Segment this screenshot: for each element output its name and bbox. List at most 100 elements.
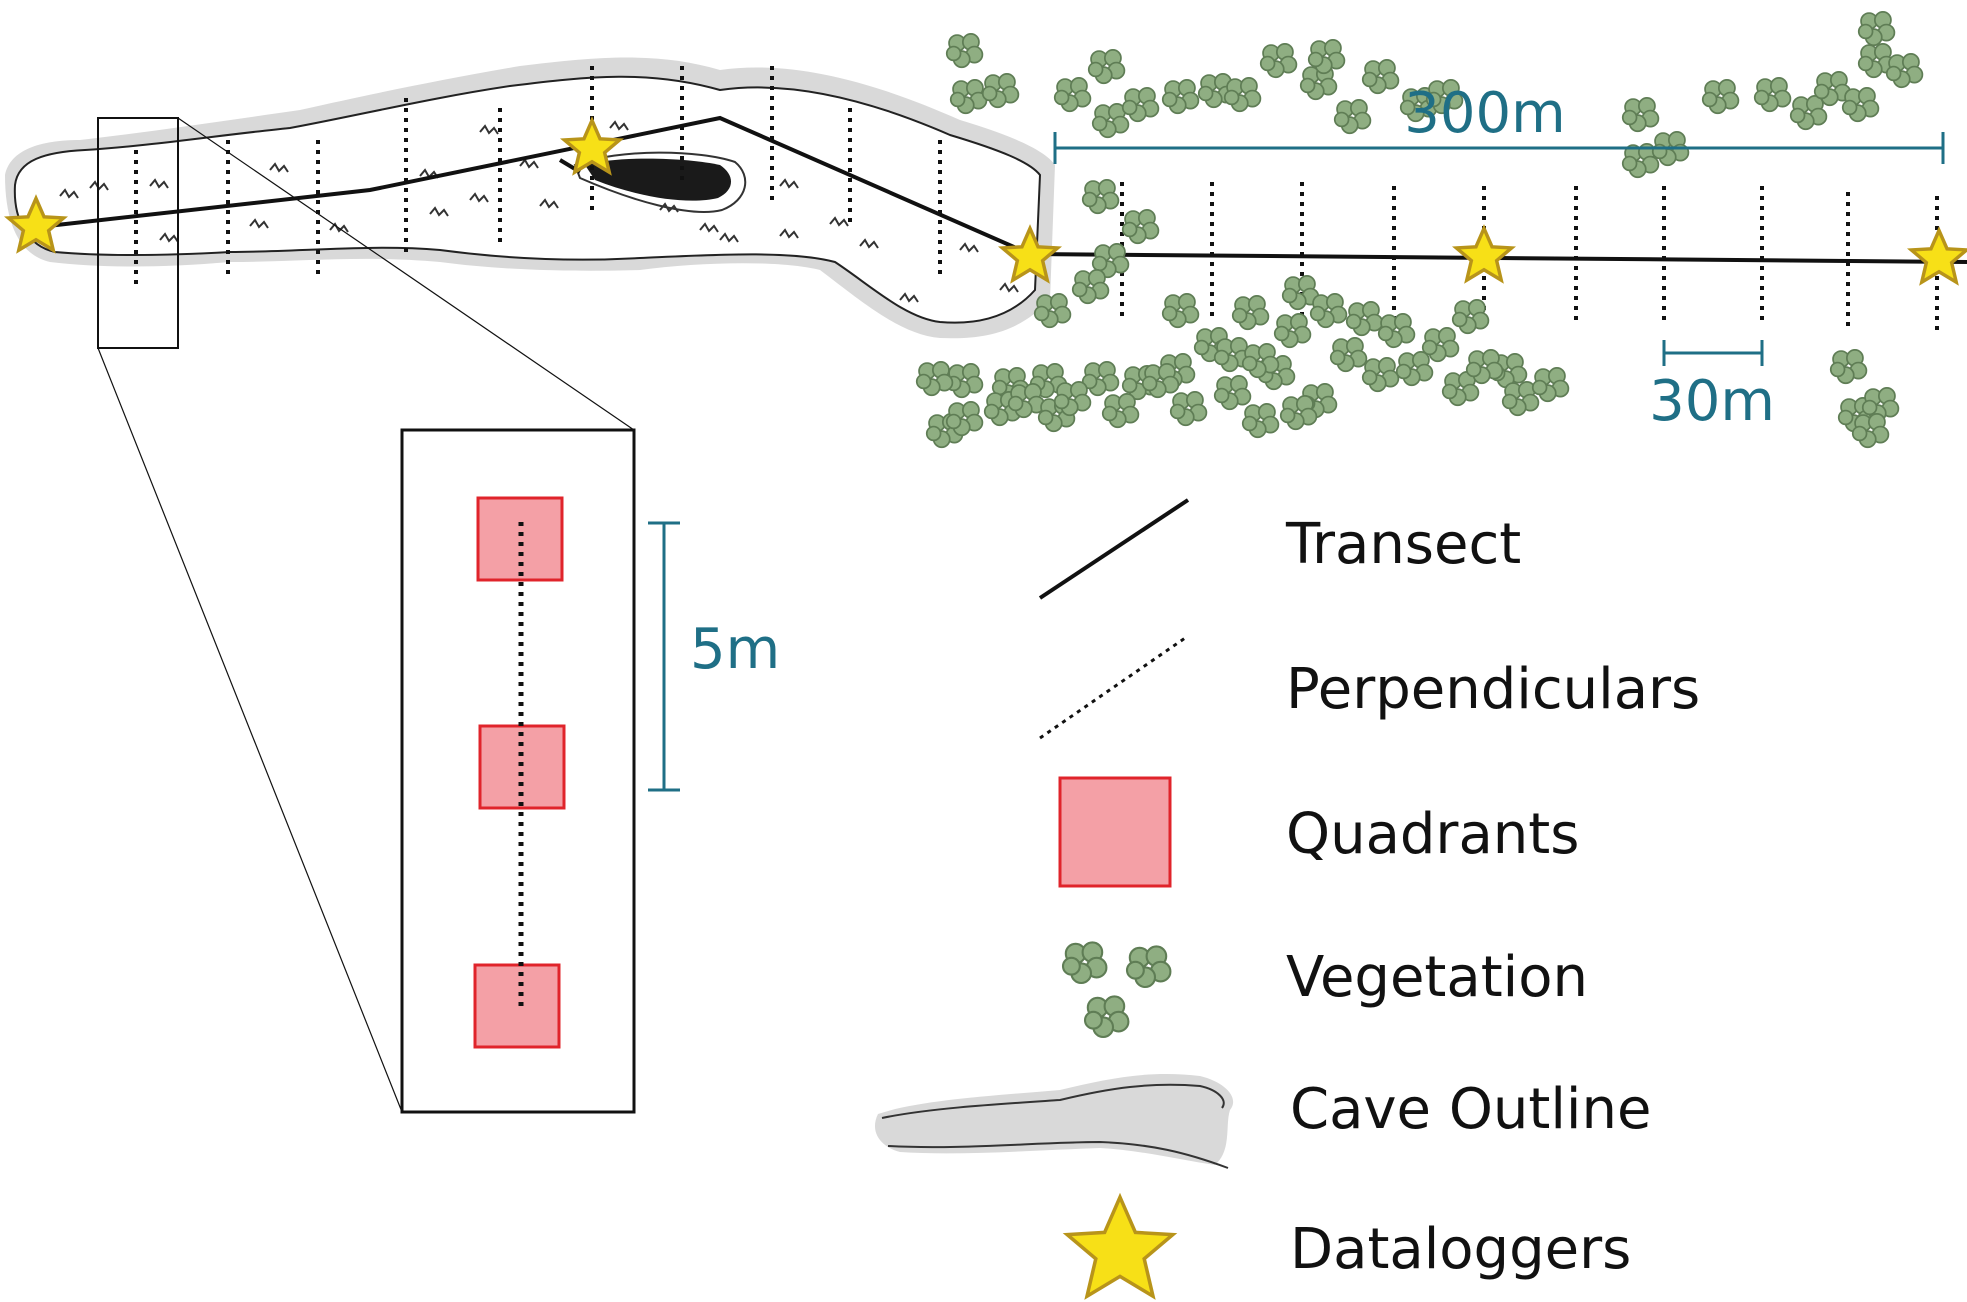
legend-transect-symbol — [1038, 498, 1190, 600]
scale-bar-300m — [1053, 132, 1945, 164]
cave — [5, 57, 1055, 339]
shrub-icon — [1701, 79, 1740, 115]
shrub-icon — [1081, 179, 1120, 215]
datalogger-star-5 — [1909, 228, 1967, 284]
inset-panel — [400, 428, 636, 1114]
shrub-icon — [1081, 361, 1120, 397]
transect-line — [29, 115, 1967, 264]
cave-feature-mark — [859, 238, 879, 249]
cave-feature-mark — [429, 206, 449, 217]
legend-cave-outline-symbol — [874, 1073, 1234, 1169]
cave-feature-mark — [999, 282, 1019, 293]
shrub-icon — [1885, 53, 1924, 89]
shrub-icon — [1395, 351, 1434, 387]
cave-feature-mark — [609, 120, 629, 131]
shrub-icon — [1169, 391, 1208, 427]
shrub-icon — [1231, 295, 1270, 331]
shrub-icon — [1087, 49, 1126, 85]
shrub-icon — [1851, 413, 1890, 449]
shrub-icon — [1121, 209, 1160, 245]
datalogger-star-4 — [1454, 226, 1514, 282]
shrub-icon — [949, 79, 988, 115]
shrub-icon — [1361, 357, 1400, 393]
shrub-icon — [1033, 293, 1072, 329]
shrub-icon — [1259, 43, 1298, 79]
shrub-icon — [945, 33, 984, 69]
cave-feature-mark — [539, 198, 559, 209]
legend-perpendiculars-symbol — [1039, 634, 1189, 740]
shrub-icon — [1621, 97, 1660, 133]
quadrant-3 — [473, 963, 561, 1049]
shrub-icon — [1857, 11, 1896, 47]
zoom-source-box — [97, 117, 179, 349]
shrub-icon — [1309, 293, 1348, 329]
shrub-icon — [1377, 313, 1416, 349]
shrub-icon — [1753, 77, 1792, 113]
cave-feature-mark — [159, 232, 179, 243]
shrub-icon — [1053, 77, 1092, 113]
cave-outline — [13, 75, 1042, 324]
legend-datalogger-star-icon — [1065, 1195, 1175, 1298]
shrub-icon — [1345, 301, 1384, 337]
cave-feature-mark — [329, 222, 349, 233]
cave-feature-mark — [779, 228, 799, 239]
cave-feature-mark — [149, 178, 169, 189]
scale-label-300m: 300m — [1404, 81, 1565, 146]
legend-quadrants-label: Quadrants — [1286, 802, 1579, 867]
shrub-icon — [1241, 403, 1280, 439]
cave-feature-mark — [659, 202, 679, 213]
scale-bar-5m — [648, 521, 680, 792]
shrub-icon — [1121, 87, 1160, 123]
shrub-icon — [1841, 87, 1880, 123]
shrub-icon — [1101, 393, 1140, 429]
cave-feature-mark — [719, 232, 739, 243]
legend-quadrant-symbol — [1058, 776, 1172, 888]
shrub-icon — [1789, 95, 1828, 131]
shrub-icon — [1273, 313, 1312, 349]
shrub-icon — [1083, 995, 1130, 1039]
shrub-icon — [1361, 59, 1400, 95]
legend: Transect Perpendiculars Quadrants Vegeta… — [874, 498, 1700, 1298]
cave-feature-mark — [269, 162, 289, 173]
shrub-icon — [1241, 343, 1280, 379]
shrub-icon — [1531, 367, 1570, 403]
scale-bar-30m — [1662, 340, 1764, 366]
shrub-icon — [981, 73, 1020, 109]
shrub-icon — [1829, 349, 1868, 385]
cave-feature-mark — [59, 188, 79, 199]
chamber-outline — [573, 151, 747, 213]
shrub-icon — [1071, 269, 1110, 305]
cave-feature-mark — [479, 124, 499, 135]
shrub-icon — [1061, 941, 1108, 985]
cave-feature-mark — [829, 216, 849, 227]
legend-vegetation-label: Vegetation — [1286, 945, 1588, 1010]
shrub-icon — [1451, 299, 1490, 335]
shrub-icon — [1329, 337, 1368, 373]
cave-feature-mark — [899, 292, 919, 303]
legend-cave-outline-label: Cave Outline — [1290, 1077, 1651, 1142]
legend-dataloggers-label: Dataloggers — [1290, 1217, 1631, 1282]
cave-features — [59, 120, 1019, 303]
cave-feature-mark — [519, 158, 539, 169]
cave-dark-chamber — [585, 158, 732, 201]
shrub-icon — [1213, 375, 1252, 411]
cave-feature-mark — [779, 178, 799, 189]
shrub-icon — [915, 361, 954, 397]
cave-feature-mark — [249, 218, 269, 229]
cave-feature-mark — [959, 242, 979, 253]
cave-feature-mark — [699, 222, 719, 233]
shrub-icon — [1279, 395, 1318, 431]
legend-transect-label: Transect — [1285, 512, 1521, 577]
zoom-indicator — [97, 117, 635, 1113]
shrub-icon — [1161, 293, 1200, 329]
legend-vegetation-symbol — [1061, 941, 1172, 1039]
shrub-icon — [1161, 79, 1200, 115]
perpendiculars — [134, 66, 1939, 330]
scale-label-5m: 5m — [690, 617, 780, 682]
legend-perpendiculars-label: Perpendiculars — [1286, 657, 1700, 722]
shrub-icon — [1223, 77, 1262, 113]
shrub-icon — [1125, 945, 1172, 989]
shrub-icon — [1333, 99, 1372, 135]
quadrant-1 — [476, 496, 564, 582]
